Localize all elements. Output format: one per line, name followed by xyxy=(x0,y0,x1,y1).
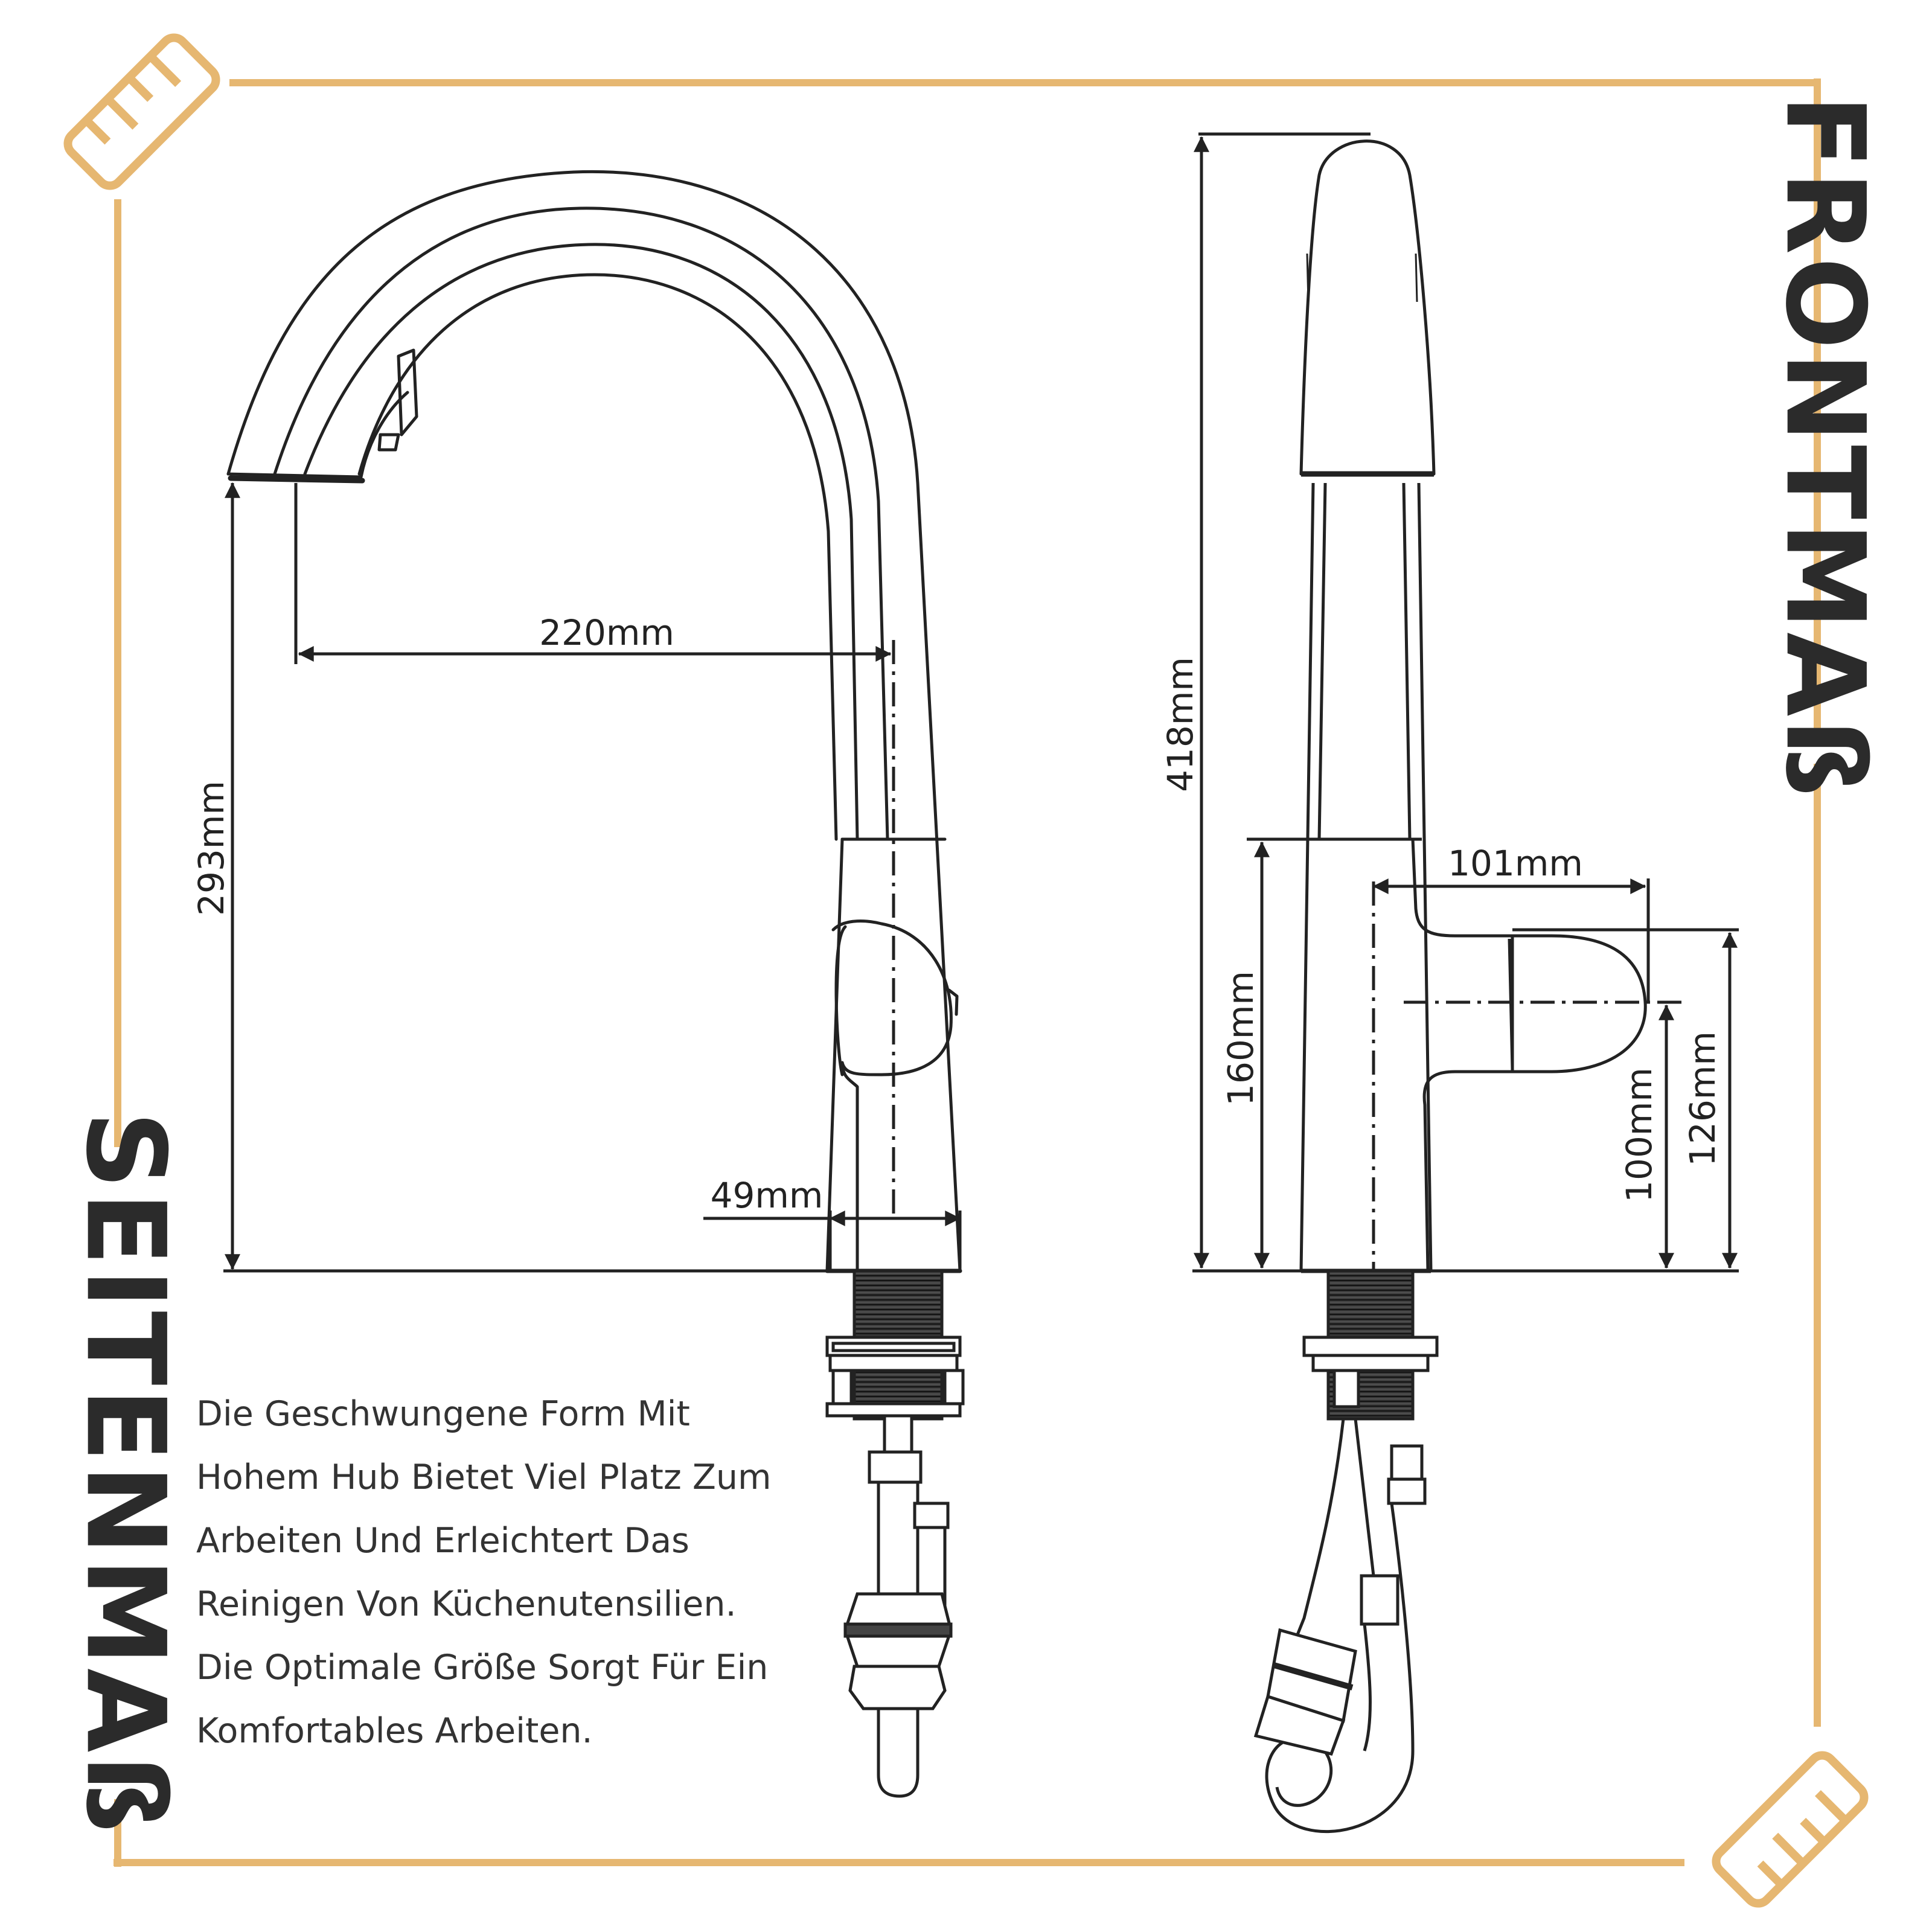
front-view-faucet xyxy=(1299,139,1647,1273)
front-view-title: FRONTMAß xyxy=(1762,94,1888,799)
side-view-mounting-hardware xyxy=(825,1269,965,1798)
description-line: Reinigen Von Küchenutensilien. xyxy=(196,1584,737,1624)
dimension-label-126mm: 126mm xyxy=(1682,1031,1723,1166)
ruler-icon xyxy=(63,33,220,190)
decorative-frame xyxy=(114,78,1821,1867)
dimension-293mm xyxy=(223,482,833,1273)
description-line: Arbeiten Und Erleichtert Das xyxy=(196,1521,689,1561)
dimension-label-293mm: 293mm xyxy=(191,781,232,916)
description-line: Komfortables Arbeiten. xyxy=(196,1711,593,1751)
side-view-faucet xyxy=(226,170,962,1273)
description-text: Die Geschwungene Form Mit Hohem Hub Biet… xyxy=(196,1383,860,1763)
dimension-160mm xyxy=(1247,837,1422,1271)
dimension-label-220mm: 220mm xyxy=(539,612,674,653)
description-line: Die Optimale Größe Sorgt Für Ein xyxy=(196,1648,769,1687)
dimension-label-49mm: 49mm xyxy=(711,1175,824,1216)
description-line: Die Geschwungene Form Mit xyxy=(196,1394,690,1434)
dimension-220mm xyxy=(294,483,895,1214)
dimension-49mm xyxy=(703,1211,962,1271)
dimension-101mm xyxy=(1372,878,1650,1002)
description-line: Hohem Hub Bietet Viel Platz Zum xyxy=(196,1457,772,1497)
front-view-mounting-hardware xyxy=(1253,1269,1439,1834)
side-view-title: SEITENMAß xyxy=(62,1111,188,1835)
dimension-label-101mm: 101mm xyxy=(1448,843,1583,884)
dimension-label-418mm: 418mm xyxy=(1160,657,1201,792)
dimension-418mm xyxy=(1192,132,1371,1273)
dimension-label-100mm: 100mm xyxy=(1619,1067,1660,1203)
ruler-icon xyxy=(1712,1751,1869,1908)
dimension-label-160mm: 160mm xyxy=(1220,971,1261,1106)
dimension-100mm xyxy=(1404,1000,1684,1269)
dimension-126mm xyxy=(1431,928,1739,1273)
